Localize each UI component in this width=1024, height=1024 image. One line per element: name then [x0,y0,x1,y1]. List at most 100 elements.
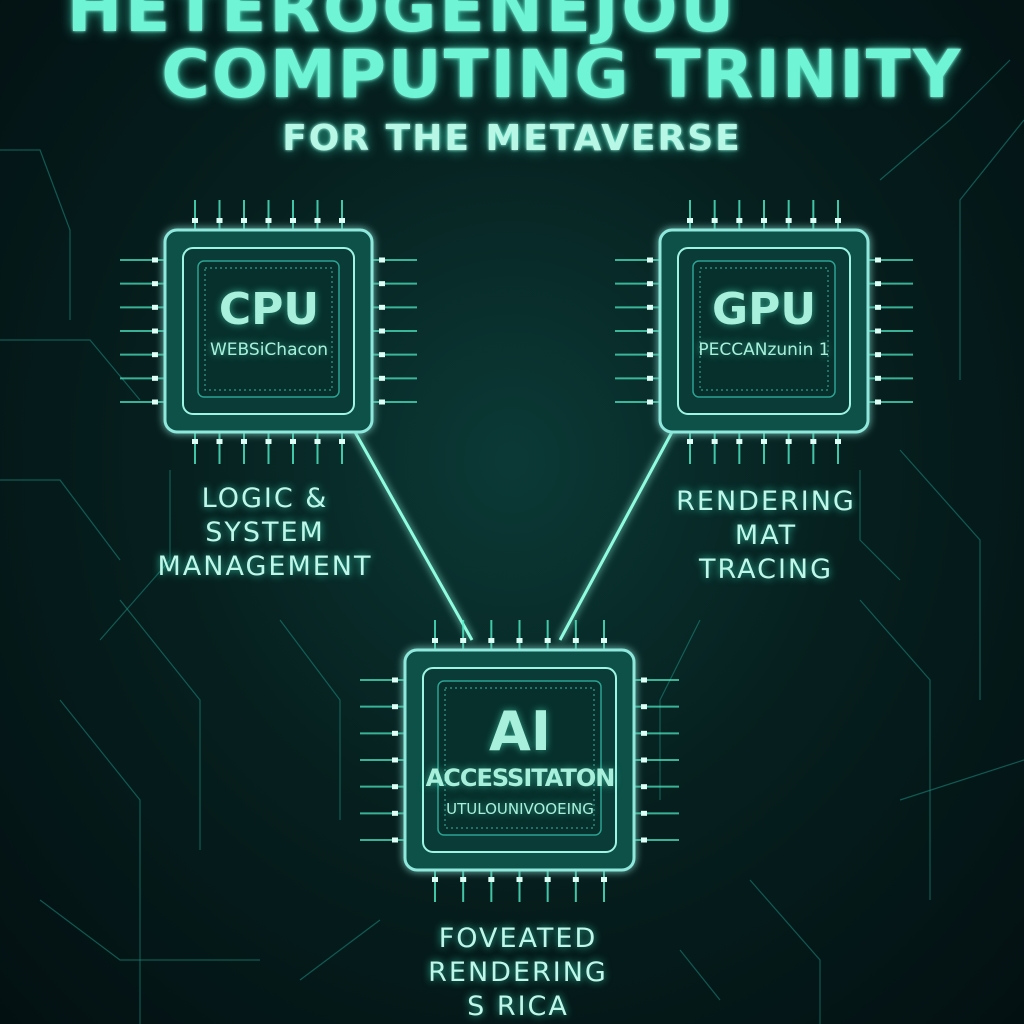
circuit-trace [959,119,1024,380]
cpu-pin-pad [152,304,158,310]
gpu-caption-line: RENDERING [676,486,856,517]
cpu-pin-pad [314,218,321,223]
circuit-trace [279,619,341,820]
ai-chip-die [437,680,602,836]
gpu-sublabel: PECCANzunin 1 [698,340,830,360]
ai-pin-pad [392,704,398,710]
cpu-pin-pad [290,439,296,444]
ai-pin-pad [641,810,647,816]
gpu-pin-pad [647,328,653,334]
gpu-pin-pad [875,352,881,358]
cpu-pin-pad [216,439,223,444]
ai-pin-pad [392,837,398,843]
cpu-pin-pad [241,439,247,444]
gpu-pin-pad [810,439,817,444]
connection-line [353,431,474,641]
cpu-pin-pad [265,218,272,223]
cpu-pin-pad [290,218,296,223]
circuit-trace [749,879,821,1024]
gpu-pin-pad [835,218,841,223]
circuit-trace [899,759,1024,801]
cpu-caption: LOGIC & SYSTEM MANAGEMENT [158,482,373,584]
ai-pin-pad [572,638,579,643]
circuit-trace [899,449,981,700]
ai-pin-pad [601,877,607,882]
ai-pin-pad [432,638,438,643]
gpu-caption: RENDERING MAT TRACING [676,485,856,587]
ai-caption-line: FOVEATED [438,923,598,954]
cpu-chip-die [197,260,340,398]
gpu-caption-line: TRACING [698,554,834,585]
ai-pin-pad [516,638,523,643]
ai-pin-pad [641,784,647,790]
ai-sublabel-2: UTULOUNIVOOEING [446,800,594,818]
gpu-chip-die [692,260,836,398]
circuit-trace [679,949,721,1001]
gpu-pin-pad [711,439,718,444]
circuit-trace [119,599,201,850]
gpu-pin-pad [647,375,653,381]
cpu-pin-pad [379,399,385,405]
ai-pin-pad [516,877,523,882]
gpu-pin-pad [711,218,718,223]
ai-pin-pad [460,638,467,643]
cpu-caption-line: SYSTEM [205,517,325,548]
gpu-pin-pad [785,218,792,223]
cpu-pin-pad [152,257,158,263]
cpu-sublabel: WEBSiChacon [209,340,329,360]
circuit-trace [299,919,381,981]
ai-pin-pad [488,638,495,643]
cpu-label: CPU [218,284,320,335]
connection-line [558,431,674,641]
cpu-caption-line: LOGIC & [201,483,329,514]
gpu-pin-pad [647,281,653,287]
gpu-label: GPU [711,284,817,335]
cpu-chip [120,200,417,464]
gpu-pin-pad [875,399,881,405]
subtitle: FOR THE METAVERSE [282,118,742,159]
ai-pin-pad [488,877,495,882]
gpu-pin-pad [736,218,743,223]
cpu-pin-pad [379,375,385,381]
ai-caption-line: S RICA [467,991,569,1022]
ai-pin-pad [572,877,579,882]
gpu-pin-pad [647,352,653,358]
gpu-pin-pad [736,439,743,444]
cpu-pin-pad [265,439,272,444]
ai-caption: FOVEATED RENDERING S RICA [428,922,608,1024]
cpu-pin-pad [379,257,385,263]
ai-pin-pad [641,677,647,683]
gpu-pin-pad [875,328,881,334]
cpu-pin-pad [152,328,158,334]
cpu-pin-pad [379,281,385,287]
ai-pin-pad [641,730,647,736]
circuit-trace [859,470,901,581]
ai-pin-pad [432,877,438,882]
gpu-pin-pad [810,218,817,223]
circuit-trace [0,339,141,401]
gpu-pin-pad [785,439,792,444]
ai-pin-pad [392,730,398,736]
gpu-pin-pad [687,218,693,223]
gpu-pin-pad [875,304,881,310]
gpu-pin-pad [647,304,653,310]
title-line-1: HETEROGENEJOU [66,0,738,47]
gpu-pin-pad [875,257,881,263]
ai-pin-pad [392,784,398,790]
gpu-pin-pad [647,257,653,263]
gpu-pin-pad [687,439,693,444]
gpu-chip [615,200,913,464]
cpu-chip-die-border [204,267,333,391]
cpu-pin-pad [339,439,345,444]
ai-caption-line: RENDERING [428,957,608,988]
circuit-trace [0,479,121,561]
title-line-2: COMPUTING TRINITY [161,36,963,113]
gpu-caption-line: MAT [734,520,798,551]
gpu-pin-pad [761,218,767,223]
gpu-pin-pad [875,281,881,287]
circuit-trace [99,470,171,641]
circuit-trace [659,619,701,800]
circuit-trace [879,59,1011,181]
